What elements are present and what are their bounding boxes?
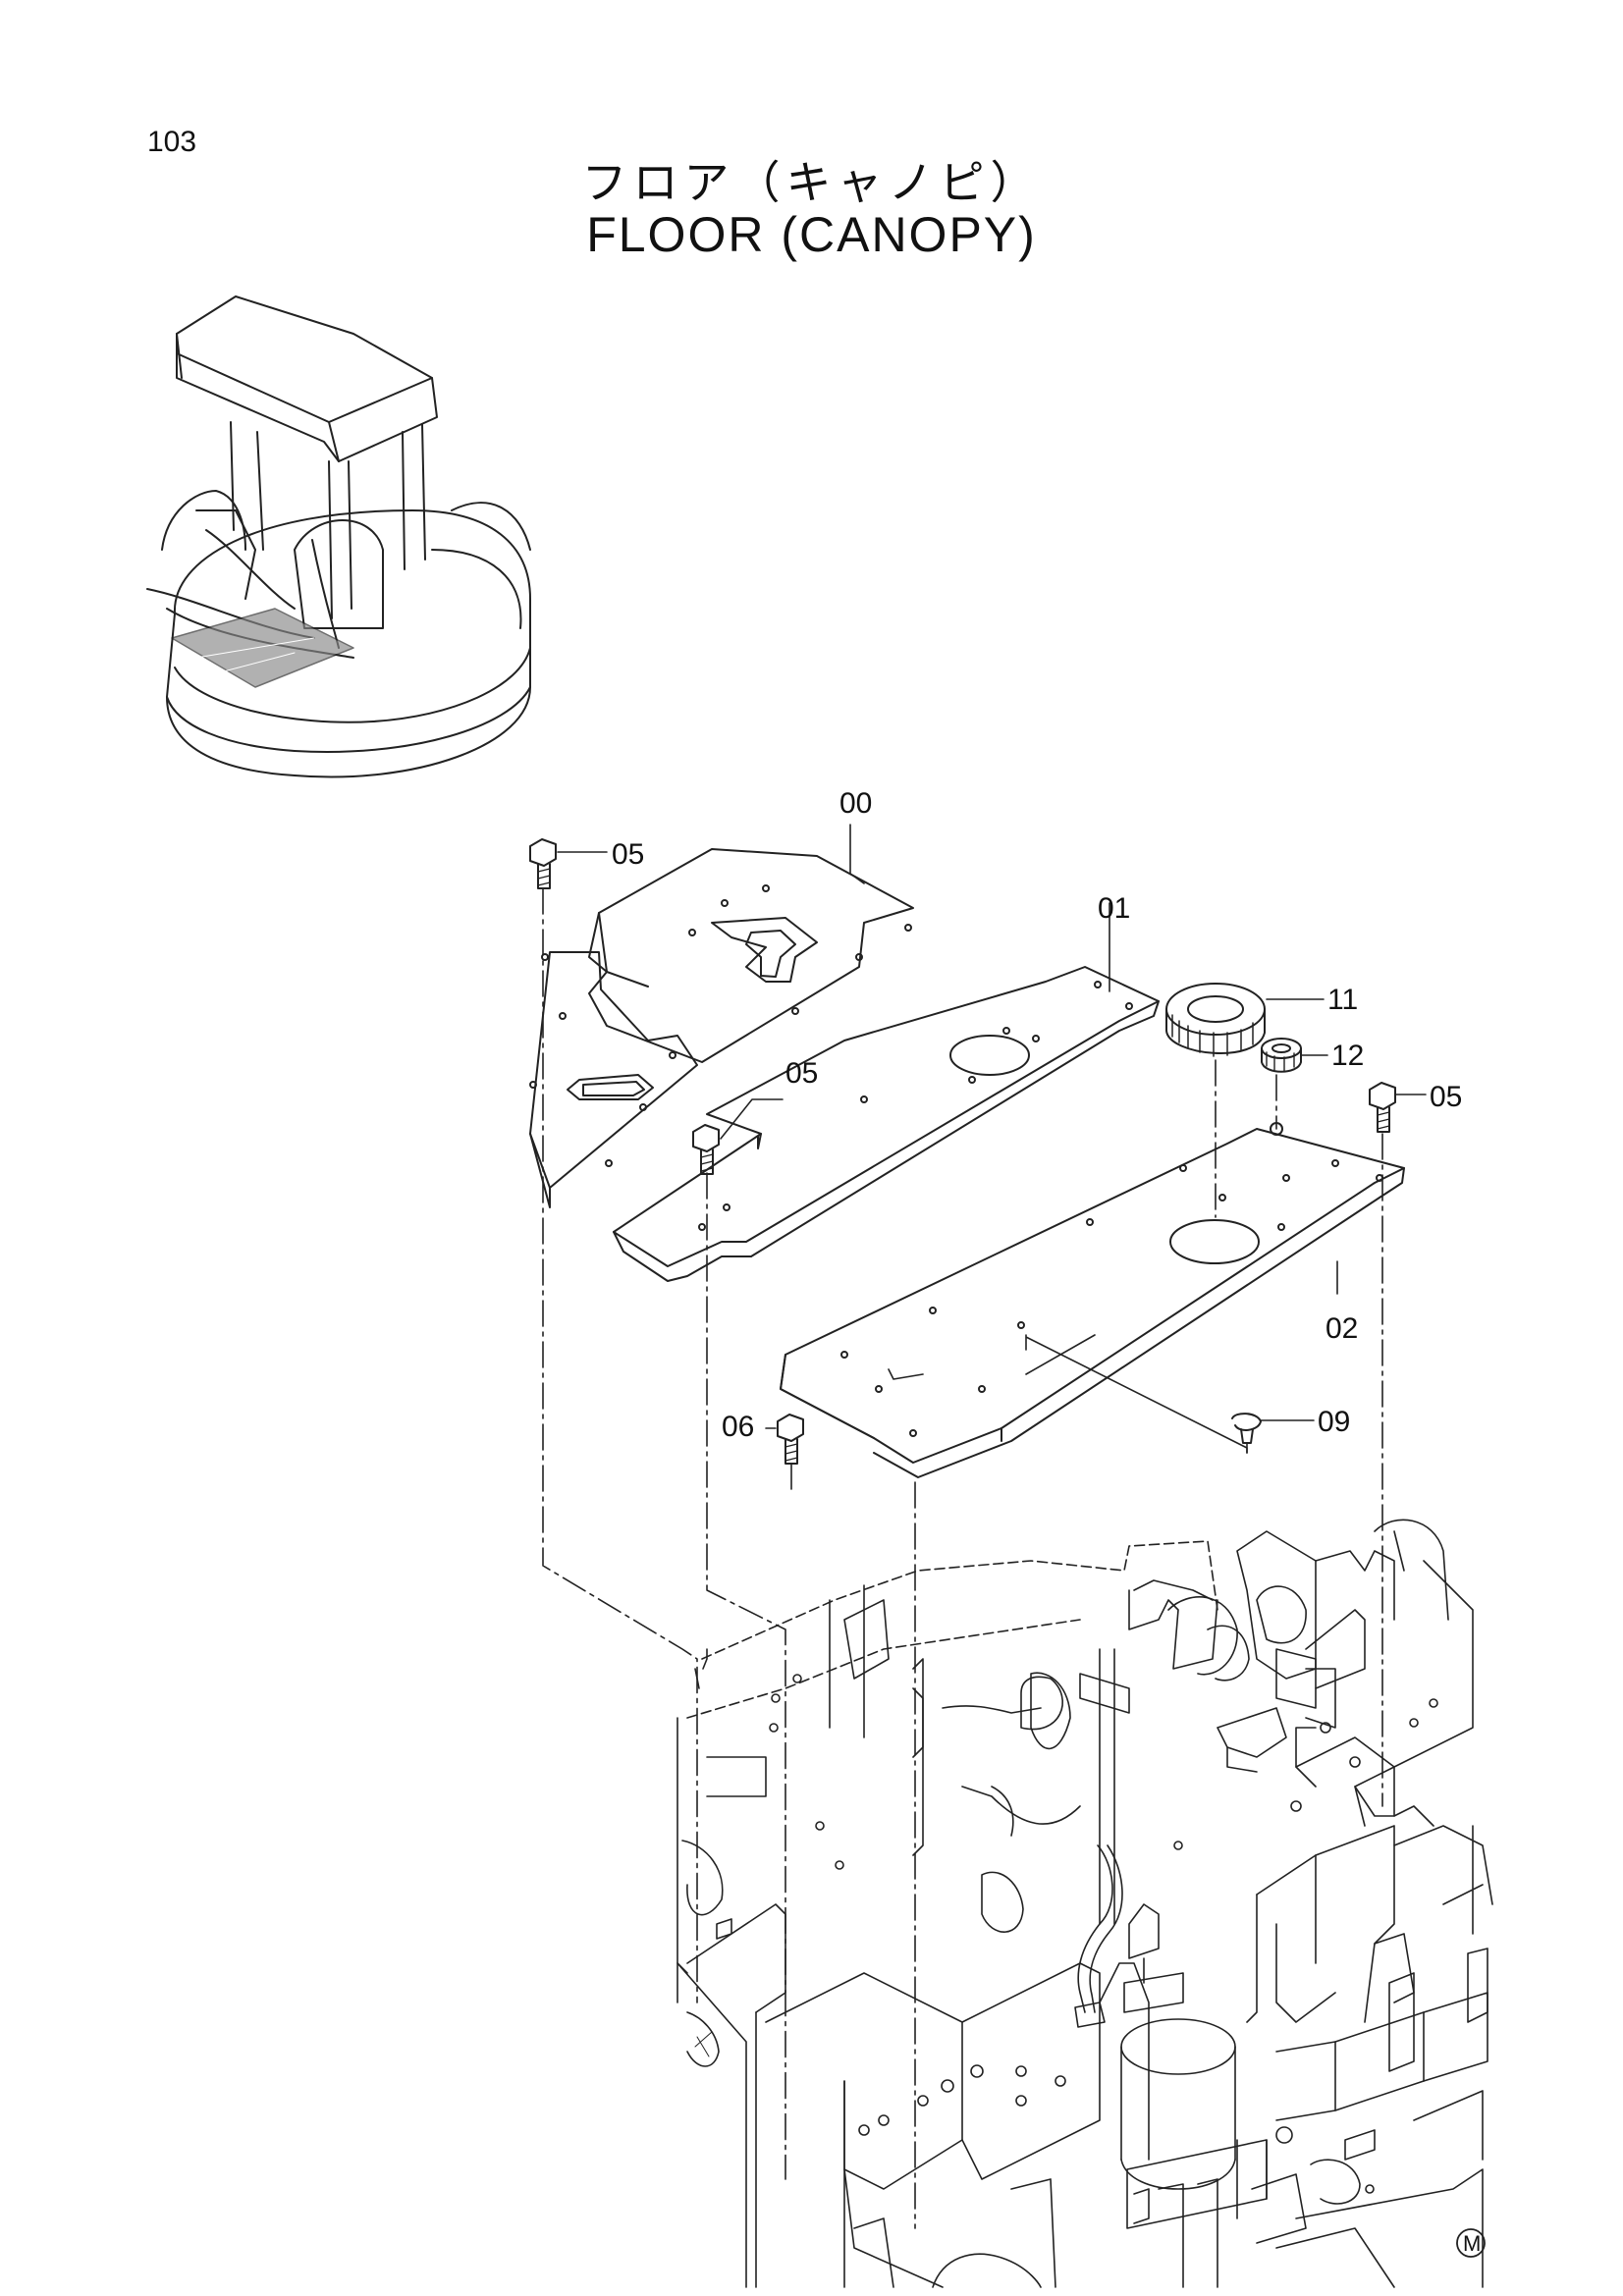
bolt-05-right xyxy=(1369,1082,1396,1133)
callout-11: 11 xyxy=(1327,984,1358,1016)
leader-lines xyxy=(557,824,1427,1429)
callout-02: 02 xyxy=(1325,1312,1358,1345)
callout-05-center: 05 xyxy=(785,1057,818,1090)
bolt-06 xyxy=(777,1414,804,1465)
floor-plate-00 xyxy=(529,848,914,1208)
title-english: FLOOR (CANOPY) xyxy=(586,207,1037,262)
grommet-12 xyxy=(1261,1038,1302,1073)
machine-overview-illustration xyxy=(146,295,531,778)
seal-ring-11 xyxy=(1165,983,1266,1057)
assembly-center-lines xyxy=(542,887,1383,2229)
model-mark-letter: M xyxy=(1463,2231,1481,2256)
callout-06: 06 xyxy=(722,1411,754,1443)
floor-plate-02 xyxy=(780,1122,1405,1478)
callout-12: 12 xyxy=(1331,1040,1364,1072)
title-japanese: フロア（キャノピ） xyxy=(581,156,1042,209)
callout-09: 09 xyxy=(1318,1406,1350,1438)
floor-plate-01 xyxy=(613,966,1160,1282)
revolving-frame-phantom xyxy=(676,1519,1493,2288)
page-number: 103 xyxy=(147,126,197,158)
clip-09 xyxy=(1231,1413,1262,1444)
callout-01: 01 xyxy=(1098,892,1130,925)
callout-05-left: 05 xyxy=(612,838,644,871)
callout-05-right: 05 xyxy=(1430,1081,1462,1113)
callout-00: 00 xyxy=(839,787,872,820)
model-mark-circle-m: M xyxy=(1456,2228,1486,2258)
bolt-05-center xyxy=(692,1124,720,1175)
bolt-05-left xyxy=(529,838,557,889)
